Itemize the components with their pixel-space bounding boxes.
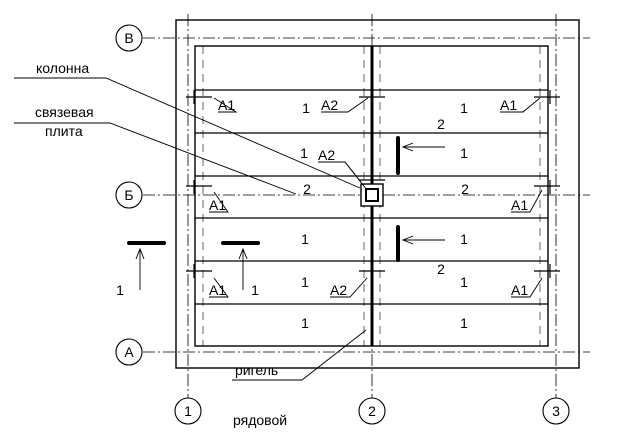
slab-number: 1 [300,145,308,161]
anchor-labels: А1 А2 А1 А2 А1 А1 А1 А2 А1 [209,97,528,298]
anchor-label: А2 [330,282,347,298]
column [360,183,384,207]
axis-label-1: 1 [184,403,192,419]
axis-label-3: 3 [552,403,560,419]
section-label: 1 [251,282,259,298]
slab-number: 1 [460,231,468,247]
callout-girder-line1: ригель [235,362,278,378]
anchor-label: А1 [218,97,235,113]
anchor-label: А2 [318,147,335,163]
axis-bubble-col-1: 1 [174,397,202,425]
axis-bubble-row-b: Б [115,181,143,209]
axis-label-2: 2 [368,403,376,419]
callout-leaders [14,77,367,381]
dashed-guides [202,46,541,346]
slab-number: 1 [460,315,468,331]
outer-contour [175,19,580,369]
slab-number: 1 [301,231,309,247]
anchor-label: А1 [511,282,528,298]
slab-number: 1 [301,274,309,290]
axis-bubble-row-a: А [115,338,143,366]
section-label: 1 [116,282,124,298]
slab-number: 1 [301,315,309,331]
slab-number: 2 [461,181,469,197]
section-arrows-inner [401,142,445,245]
anchor-label: А1 [511,197,528,213]
axis-label-b: Б [124,187,133,203]
anchor-label: А1 [209,282,226,298]
callout-girder-line2: рядовой [233,412,287,428]
slab-number: 1 [302,100,310,116]
callout-tie-slab-line1: связевая [35,104,94,120]
axis-bubble-row-v: В [115,24,143,52]
slab-number: 1 [460,145,468,161]
anchor-label: А1 [209,197,226,213]
anchor-leaders [209,97,543,298]
slab-number: 1 [460,100,468,116]
anchor-label: А1 [500,97,517,113]
section-arrows-outer [135,247,248,290]
slab-number: 2 [437,261,445,277]
anchor-ticks [186,90,560,278]
slab-number: 1 [460,274,468,290]
anchor-label: А2 [321,97,338,113]
axis-label-v: В [124,30,133,46]
axis-label-a: А [124,344,134,360]
callout-column: колонна [36,60,89,76]
slab-numbers: 1 1 2 1 1 2 2 1 1 2 1 1 1 1 [300,100,469,331]
slab-number: 2 [303,181,311,197]
axis-bubble-col-3: 3 [542,397,570,425]
callout-tie-slab-line2: плита [45,123,83,139]
axis-bubble-col-2: 2 [358,397,386,425]
slab-number: 2 [437,116,445,132]
